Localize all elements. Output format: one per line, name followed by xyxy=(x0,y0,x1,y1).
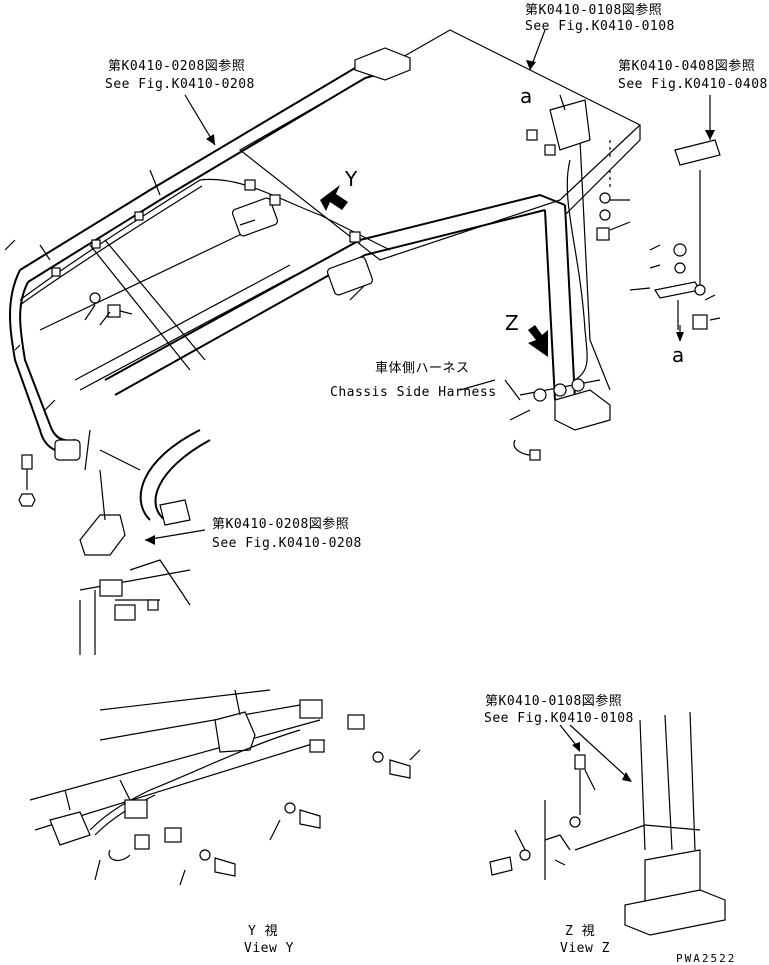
view-y-detail xyxy=(29,689,421,886)
ref-top-right-jp: 第K0410-0108図参照 xyxy=(525,2,662,18)
work-lamp-front xyxy=(231,197,279,237)
ref-bottom-mid-en: See Fig.K0410-0208 xyxy=(212,536,362,551)
ref-view-z-jp: 第K0410-0108図参照 xyxy=(485,693,622,709)
ref-top-right-en: See Fig.K0410-0108 xyxy=(525,19,675,34)
right-pillar-foot xyxy=(554,389,611,431)
callout-a-top: a xyxy=(520,84,532,108)
machine-body xyxy=(79,559,191,655)
callout-a-right: a xyxy=(672,343,684,367)
ref-view-z-en: See Fig.K0410-0108 xyxy=(484,711,634,726)
harness-label-en: Chassis Side Harness xyxy=(330,385,497,400)
callout-z: Z xyxy=(505,311,519,335)
rear-latch xyxy=(549,99,591,151)
mount-foot xyxy=(79,514,126,556)
left-side-rail xyxy=(9,269,76,453)
arrow-y-icon xyxy=(320,185,348,211)
view-y-harness xyxy=(89,729,301,831)
ref-top-left-en: See Fig.K0410-0208 xyxy=(105,77,255,92)
roof-guard-assembly xyxy=(4,29,721,655)
pillar-harness xyxy=(566,159,588,381)
ref-right-en: See Fig.K0410-0408 xyxy=(618,77,768,92)
rear-leg xyxy=(139,429,201,521)
work-lamp-rear xyxy=(326,256,374,296)
front-latch xyxy=(354,47,411,81)
ref-bottom-mid-jp: 第K0410-0208図参照 xyxy=(212,516,349,532)
ref-top-left-jp: 第K0410-0208図参照 xyxy=(108,58,245,74)
view-z-title-jp: Z 視 xyxy=(565,924,595,939)
view-y-title-en: View Y xyxy=(244,941,294,956)
view-z-detail xyxy=(489,711,726,936)
right-pillar xyxy=(544,204,576,401)
callout-y: Y xyxy=(344,167,358,191)
view-y-title-jp: Y 視 xyxy=(248,924,278,939)
rear-rail xyxy=(104,193,566,381)
ref-right-jp: 第K0410-0408図参照 xyxy=(618,58,755,74)
drawing-code: PWA2522 xyxy=(676,952,736,965)
roof-harness xyxy=(19,178,391,301)
right-bracket xyxy=(674,139,721,166)
view-z-title-en: View Z xyxy=(560,941,610,956)
harness-label-jp: 車体側ハーネス xyxy=(375,361,470,376)
arrow-z-icon xyxy=(528,325,548,357)
